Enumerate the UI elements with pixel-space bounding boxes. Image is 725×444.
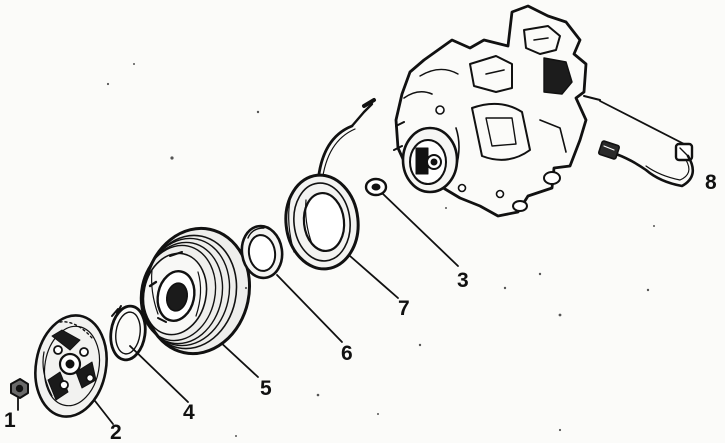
leader-lines (17, 100, 689, 425)
armature-plate-icon (34, 314, 108, 418)
callout-2: 2 (110, 421, 122, 444)
snap-ring-icon (109, 304, 147, 362)
leader-6 (276, 274, 343, 343)
callout-4: 4 (183, 401, 195, 424)
callout-5: 5 (260, 377, 272, 400)
leader-3 (381, 192, 459, 267)
callout-7: 7 (398, 297, 410, 320)
shim-ring-icon (240, 224, 284, 280)
field-coil-icon (284, 98, 376, 271)
callout-3: 3 (457, 269, 469, 292)
callout-1: 1 (4, 409, 16, 432)
leader-8 (599, 100, 689, 147)
washer-icon (364, 177, 388, 197)
scan-specks (106, 63, 655, 437)
compressor-body-icon (393, 4, 601, 218)
switch-connector-icon (597, 140, 695, 188)
leader-4 (129, 345, 189, 403)
callout-6: 6 (341, 342, 353, 365)
callout-8: 8 (705, 171, 717, 194)
leader-5 (217, 339, 259, 378)
hex-nut-icon (10, 378, 29, 399)
leader-7 (349, 255, 399, 299)
pulley-icon (139, 226, 252, 356)
